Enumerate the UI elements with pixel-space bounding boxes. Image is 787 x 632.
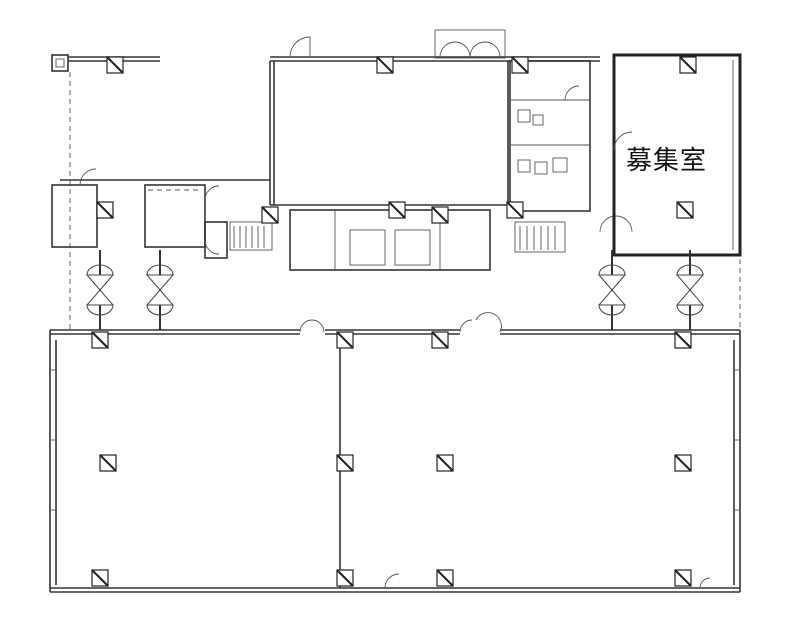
column-marker (674, 569, 692, 587)
column-marker (436, 454, 454, 472)
column-marker (431, 206, 449, 224)
column-marker (91, 569, 109, 587)
column-marker (96, 201, 114, 219)
column-marker (676, 201, 694, 219)
lower-building (49, 312, 741, 593)
column-marker (436, 569, 454, 587)
columns (91, 56, 697, 587)
stairs-left (233, 226, 265, 248)
connecting-bridge (145, 250, 175, 330)
highlighted-room[interactable] (612, 53, 742, 257)
column-marker (99, 454, 117, 472)
column-marker (91, 331, 109, 349)
column-marker (336, 331, 354, 349)
connecting-bridge (85, 250, 115, 330)
column-marker (376, 56, 394, 74)
connecting-bridge (675, 250, 705, 330)
column-marker (106, 56, 124, 74)
column-marker (388, 201, 406, 219)
connecting-bridge (597, 250, 627, 330)
column-marker (674, 331, 692, 349)
stairs-right (519, 226, 556, 250)
column-marker (511, 56, 529, 74)
column-marker (336, 454, 354, 472)
column-marker (679, 56, 697, 74)
column-marker (431, 331, 449, 349)
column-marker (506, 201, 524, 219)
column-marker (674, 454, 692, 472)
column-marker (261, 206, 279, 224)
bridges (85, 250, 705, 330)
highlighted-room-label: 募集室 (626, 146, 708, 176)
column-marker (336, 569, 354, 587)
